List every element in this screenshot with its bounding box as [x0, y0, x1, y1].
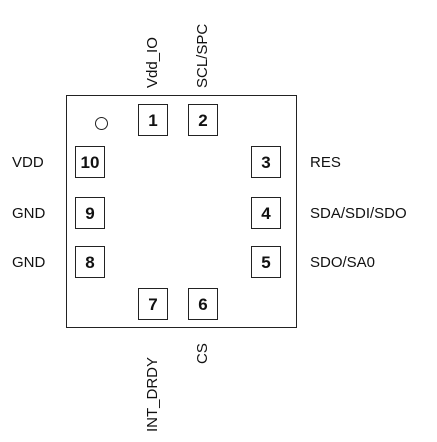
pad-number: 4	[261, 203, 271, 223]
pin-label-cs: CS	[194, 343, 211, 364]
pin-label-res: RES	[310, 154, 341, 171]
pad-6: 6	[188, 288, 218, 320]
pad-number: 7	[148, 294, 158, 314]
pad-number: 6	[198, 294, 208, 314]
pad-3: 3	[251, 146, 281, 178]
pin-label-gnd-9: GND	[12, 205, 46, 222]
pad-number: 5	[261, 252, 271, 272]
pin1-indicator-circle	[95, 117, 108, 130]
pad-number: 2	[198, 110, 208, 130]
pad-4: 4	[251, 197, 281, 229]
pad-10: 10	[75, 146, 105, 178]
pad-1: 1	[138, 104, 168, 136]
pad-number: 1	[148, 110, 158, 130]
pin-label-sdo-sa0: SDO/SA0	[310, 254, 376, 271]
pin-label-scl-spc: SCL/SPC	[194, 23, 211, 88]
pad-8: 8	[75, 246, 105, 278]
pad-5: 5	[251, 246, 281, 278]
pin-label-int-drdy: INT_DRDY	[144, 356, 161, 432]
chip-package-outline	[66, 95, 297, 328]
pad-2: 2	[188, 104, 218, 136]
pad-number: 8	[85, 252, 95, 272]
pin-label-gnd-8: GND	[12, 254, 46, 271]
pad-9: 9	[75, 197, 105, 229]
pin-label-vdd: VDD	[12, 154, 44, 171]
pad-number: 10	[80, 152, 100, 172]
pin-label-vdd-io: Vdd_IO	[144, 37, 161, 88]
pin-label-sda-sdi-sdo: SDA/SDI/SDO	[310, 205, 407, 222]
pad-number: 3	[261, 152, 271, 172]
pad-number: 9	[85, 203, 95, 223]
pad-7: 7	[138, 288, 168, 320]
